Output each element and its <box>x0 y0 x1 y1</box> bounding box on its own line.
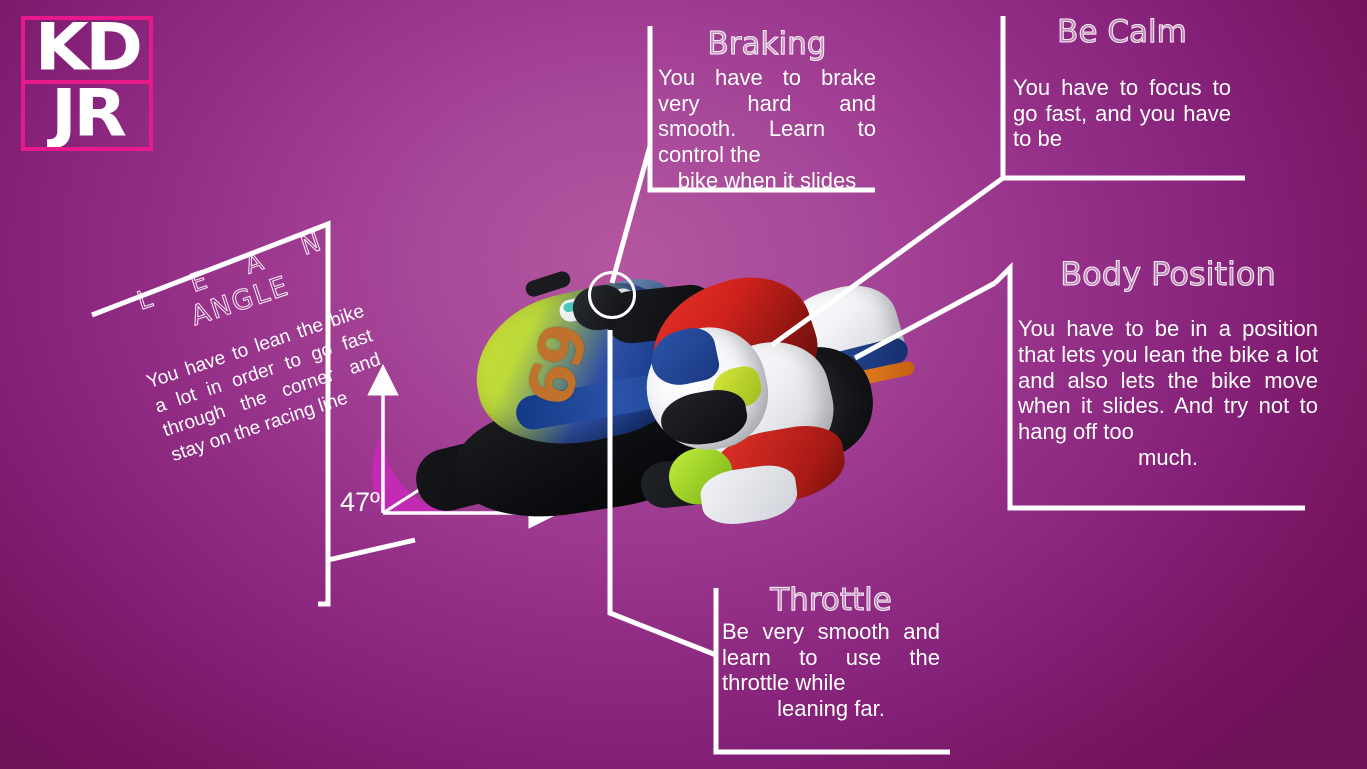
callout-braking: Braking You have to brake very hard and … <box>658 26 876 194</box>
throttle-body-last: leaning far. <box>777 696 885 722</box>
callout-throttle: Throttle Be very smooth and learn to use… <box>722 582 940 722</box>
be-calm-title: Be Calm <box>1057 14 1188 50</box>
braking-body: You have to brake very hard and smooth. … <box>658 64 876 168</box>
braking-body-last: bike when it slides <box>677 168 857 194</box>
angle-value-label: 47º <box>340 487 380 517</box>
callout-be-calm: Be Calm You have to focus to go fast, an… <box>1013 14 1231 152</box>
kdjr-logo: KD JR <box>21 16 153 151</box>
motorcycle-photo: 69 <box>409 259 916 532</box>
be-calm-body: You have to focus to go fast, and you ha… <box>1013 74 1231 152</box>
throttle-title: Throttle <box>770 582 893 618</box>
logo-text-jr: JR <box>50 83 127 147</box>
logo-row-jr: JR <box>25 84 149 148</box>
body-position-body-last: much. <box>1138 445 1198 471</box>
logo-text-kd: KD <box>34 20 143 84</box>
lean-angle-leader <box>327 537 416 563</box>
body-position-title: Body Position <box>1060 255 1277 293</box>
logo-row-kd: KD <box>25 20 149 84</box>
callout-lean-angle: L E A N ANGLE You have to lean the bike … <box>112 219 428 561</box>
braking-title: Braking <box>707 26 827 62</box>
handlebar-highlight-circle <box>588 271 636 319</box>
throttle-body: Be very smooth and learn to use the thro… <box>722 618 940 696</box>
body-position-body: You have to be in a position that lets y… <box>1018 315 1318 445</box>
callout-body-position: Body Position You have to be in a positi… <box>1018 255 1318 471</box>
